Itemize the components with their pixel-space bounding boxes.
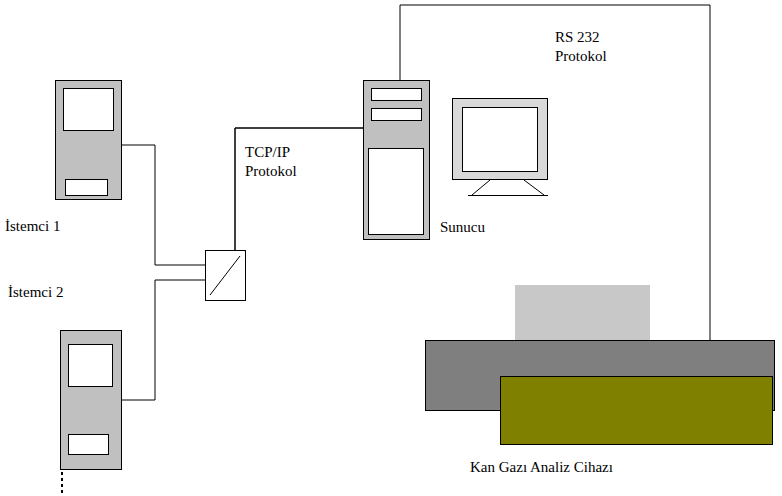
icon-part: [56, 81, 122, 200]
network-cable: [122, 128, 363, 265]
icon-part: [364, 81, 430, 240]
icon-part: [66, 180, 108, 196]
protocol-label: TCP/IP Protokol: [245, 143, 320, 181]
icon-part: [61, 331, 122, 470]
server-tower: Sunucu: [363, 80, 430, 240]
node-label: İstemci 2: [8, 283, 63, 301]
icon-part: [69, 345, 113, 387]
edge-label-holder: TCP/IP Protokol: [245, 143, 320, 181]
client-computer-outline: [55, 80, 122, 200]
server-tower-outline: [363, 80, 430, 240]
icon-part: [372, 109, 422, 121]
client-computer-outline: [60, 330, 122, 470]
client-computer: İstemci 1: [55, 80, 122, 200]
node-label: Kan Gazı Analiz Cihazı: [470, 458, 613, 476]
icon-part: [501, 377, 773, 445]
node-label: Sunucu: [440, 218, 485, 236]
icon-part: [369, 149, 424, 235]
icon-part: [69, 435, 109, 455]
icon-part: [515, 285, 650, 340]
monitor-symbol: [453, 99, 549, 196]
network-cable: [400, 5, 710, 340]
client-computer: İstemci 2: [60, 330, 122, 470]
edge-label-holder: RS 232 Protokol: [555, 28, 625, 66]
network-cable: [122, 128, 363, 400]
blood-gas-analyzer-outline: [425, 340, 775, 445]
icon-part: [372, 89, 422, 101]
icon-part: [64, 89, 114, 131]
blood-gas-analyzer: Kan Gazı Analiz Cihazı: [425, 340, 775, 445]
node-label: İstemci 1: [5, 217, 60, 235]
continuation-dots: [61, 472, 63, 496]
network-switch: [206, 251, 246, 301]
protocol-label: RS 232 Protokol: [555, 28, 625, 66]
